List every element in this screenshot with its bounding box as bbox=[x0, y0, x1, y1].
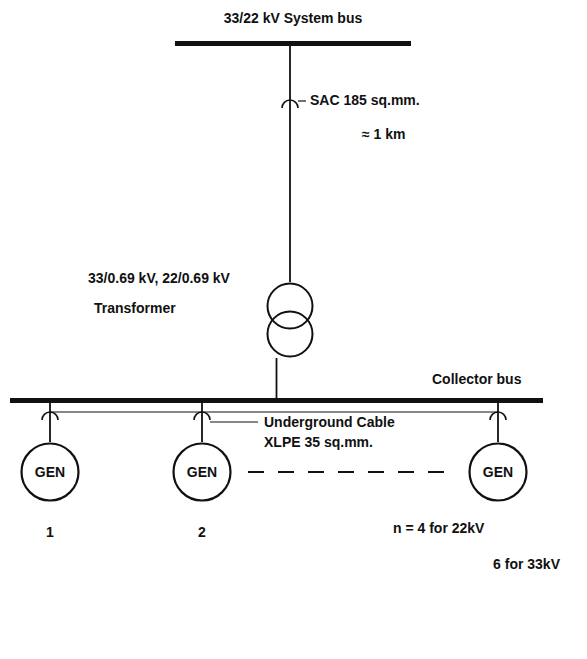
node-heading: 33/0.69 kV, 22/0.69 kV bbox=[88, 270, 230, 287]
node-subheading: Transformer bbox=[94, 300, 176, 317]
feeder-line bbox=[276, 358, 278, 398]
system-bus: 33/22 kV System bus bbox=[175, 41, 411, 46]
leader-line bbox=[298, 100, 306, 101]
winding-circle bbox=[268, 284, 313, 329]
generator-label: GEN bbox=[20, 442, 80, 502]
winding-circle bbox=[268, 312, 313, 357]
feeder-line bbox=[289, 46, 291, 282]
cable-length: ≈ 1 km bbox=[362, 126, 405, 143]
generator-circle: GEN bbox=[20, 442, 80, 502]
generator-label: GEN bbox=[468, 442, 528, 502]
callout-number: 2 bbox=[198, 524, 206, 541]
node-heading: Collector bus bbox=[432, 371, 521, 388]
feeder-line bbox=[49, 403, 51, 442]
generator-circle: GEN bbox=[468, 442, 528, 502]
cable-spec: XLPE 35 sq.mm. bbox=[264, 434, 373, 451]
transformer-symbol: 33/0.69 kV, 22/0.69 kVTransformer bbox=[266, 282, 314, 358]
callout-number: 1 bbox=[46, 524, 54, 541]
note-text: n = 4 for 22kV bbox=[393, 520, 484, 537]
collector-bus: Collector bus bbox=[10, 398, 543, 403]
feeder-line bbox=[497, 403, 499, 442]
leader-line bbox=[210, 421, 258, 422]
continuation-dashes bbox=[248, 471, 458, 473]
note-text: 6 for 33kV bbox=[493, 556, 560, 573]
cable-spec: SAC 185 sq.mm. bbox=[310, 92, 420, 109]
transformer-outline bbox=[266, 282, 314, 358]
feeder-line bbox=[201, 403, 203, 442]
leader-line bbox=[50, 411, 498, 412]
cable-type: Underground Cable bbox=[264, 414, 395, 431]
generator-label: GEN bbox=[172, 442, 232, 502]
generator-circle: GEN bbox=[172, 442, 232, 502]
node-heading: 33/22 kV System bus bbox=[224, 10, 363, 27]
